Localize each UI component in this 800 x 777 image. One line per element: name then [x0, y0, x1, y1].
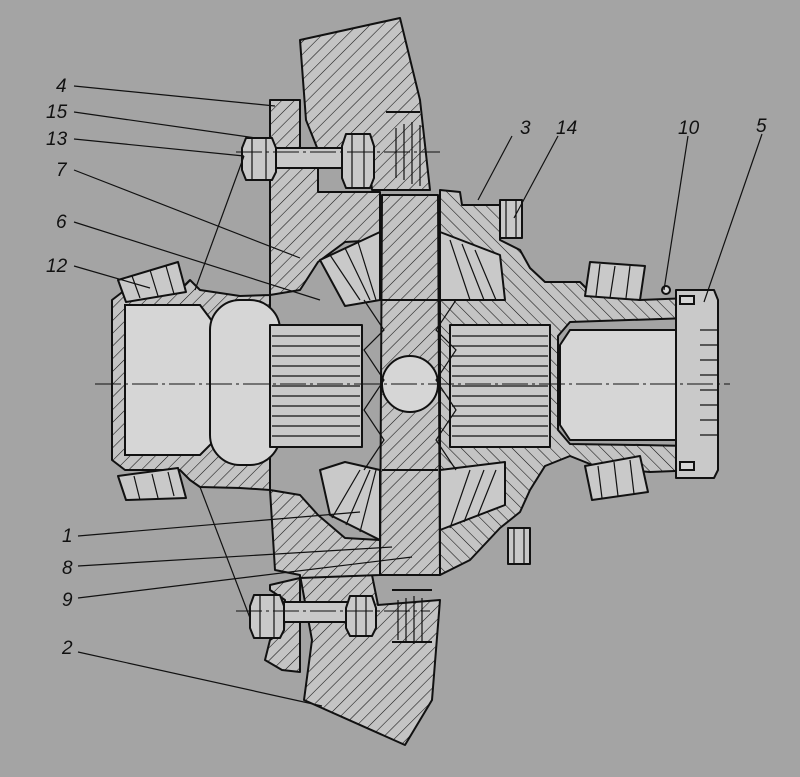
callout-5: 5	[756, 116, 767, 137]
callout-labels: 4 15 13 7 6 12 3 14 10 5 1 8 9 2	[46, 76, 767, 659]
callout-3: 3	[520, 118, 531, 139]
bearing-right	[584, 261, 671, 501]
pinion-gears	[319, 231, 506, 541]
spider-cross-pin	[363, 194, 457, 576]
ring-gear-bolt-upper	[241, 133, 375, 189]
callout-2: 2	[61, 638, 73, 659]
callout-15: 15	[46, 102, 68, 123]
side-gear-right	[449, 324, 551, 448]
callout-7: 7	[56, 160, 68, 181]
left-hub-bore	[124, 299, 281, 466]
callout-1: 1	[62, 526, 73, 547]
callout-4: 4	[56, 76, 67, 97]
bearing-left	[117, 261, 187, 501]
side-gear-left	[269, 324, 363, 448]
callout-10: 10	[678, 118, 700, 139]
right-hub-bore	[559, 329, 691, 441]
case-bolts	[499, 199, 531, 565]
callout-6: 6	[56, 212, 67, 233]
callout-8: 8	[62, 558, 73, 579]
callout-9: 9	[62, 590, 73, 611]
center-axis	[95, 151, 730, 612]
callout-12: 12	[46, 256, 68, 277]
callout-14: 14	[556, 118, 577, 139]
callout-13: 13	[46, 129, 68, 150]
leader-lines	[73, 85, 763, 707]
ring-gear-bolt-lower	[249, 594, 377, 639]
